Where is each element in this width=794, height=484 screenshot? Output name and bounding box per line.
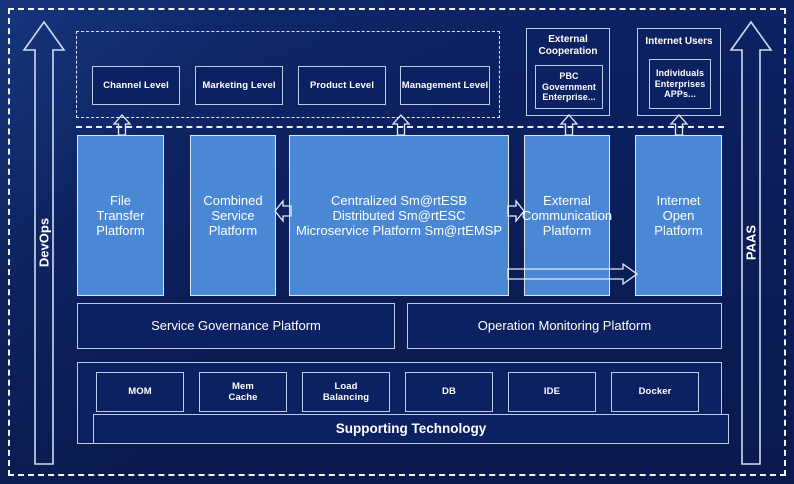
level-box-management[interactable]: Management Level xyxy=(400,66,490,105)
connector-arrow-internet-users xyxy=(669,114,689,136)
external-cooperation-box[interactable]: External Cooperation PBC Government Ente… xyxy=(526,28,610,116)
platform-label: File Transfer Platform xyxy=(96,192,145,239)
level-label: Channel Level xyxy=(103,79,169,91)
external-cooperation-title: External Cooperation xyxy=(538,34,598,57)
arrow-esb-to-combined-service xyxy=(274,196,292,226)
tech-label: MOM xyxy=(128,386,152,398)
platform-label: Internet Open Platform xyxy=(654,192,703,239)
arrow-esb-to-external-communication xyxy=(507,196,525,226)
connector-arrow-channel xyxy=(112,114,132,136)
platform-external-communication[interactable]: External Communication Platform xyxy=(521,135,613,296)
governance-label: Service Governance Platform xyxy=(151,318,321,334)
tech-box-load-balancing[interactable]: Load Balancing xyxy=(302,372,390,412)
tech-box-mom[interactable]: MOM xyxy=(96,372,184,412)
platform-label: External Communication Platform xyxy=(521,192,613,239)
governance-label: Operation Monitoring Platform xyxy=(477,318,652,334)
platform-label: Centralized Sm@rtESB Distributed Sm@rtES… xyxy=(295,192,503,239)
tech-label: IDE xyxy=(543,386,561,398)
level-label: Marketing Level xyxy=(202,79,276,91)
layer-separator-dashed-line xyxy=(76,126,724,128)
external-cooperation-body: PBC Government Enterprise... xyxy=(541,71,596,103)
supporting-technology-label: Supporting Technology xyxy=(335,421,487,437)
level-label: Management Level xyxy=(401,79,489,91)
tech-box-ide[interactable]: IDE xyxy=(508,372,596,412)
outer-dashed-frame xyxy=(8,8,786,476)
level-box-channel[interactable]: Channel Level xyxy=(92,66,180,105)
operation-monitoring-platform[interactable]: Operation Monitoring Platform xyxy=(407,303,722,349)
supporting-technology-banner: Supporting Technology xyxy=(93,414,729,444)
tech-label: Docker xyxy=(638,386,672,398)
tech-label: DB xyxy=(442,386,456,398)
tech-box-mem-cache[interactable]: Mem Cache xyxy=(199,372,287,412)
tech-label: Mem Cache xyxy=(228,380,258,403)
tech-box-db[interactable]: DB xyxy=(405,372,493,412)
platform-combined-service[interactable]: Combined Service Platform xyxy=(190,135,276,296)
platform-file-transfer[interactable]: File Transfer Platform xyxy=(77,135,164,296)
platform-internet-open[interactable]: Internet Open Platform xyxy=(635,135,722,296)
internet-users-box[interactable]: Internet Users Individuals Enterprises A… xyxy=(637,28,721,116)
devops-label: DevOps xyxy=(36,217,52,268)
tech-box-docker[interactable]: Docker xyxy=(611,372,699,412)
platform-esb-esc-emsp[interactable]: Centralized Sm@rtESB Distributed Sm@rtES… xyxy=(289,135,509,296)
external-cooperation-body-box: PBC Government Enterprise... xyxy=(535,65,603,109)
internet-users-body: Individuals Enterprises APPs... xyxy=(654,68,706,100)
connector-arrow-external-cooperation xyxy=(559,114,579,136)
connector-arrow-management xyxy=(391,114,411,136)
service-governance-platform[interactable]: Service Governance Platform xyxy=(77,303,395,349)
level-box-marketing[interactable]: Marketing Level xyxy=(195,66,283,105)
business-levels-group xyxy=(76,31,500,118)
level-label: Product Level xyxy=(309,79,375,91)
platform-label: Combined Service Platform xyxy=(203,192,263,239)
arrow-esb-to-internet-open-platform xyxy=(507,262,639,287)
paas-label: PAAS xyxy=(743,224,759,261)
devops-arrow xyxy=(22,20,66,466)
internet-users-title: Internet Users xyxy=(645,36,713,47)
level-box-product[interactable]: Product Level xyxy=(298,66,386,105)
tech-label: Load Balancing xyxy=(322,380,370,403)
paas-arrow xyxy=(729,20,773,466)
internet-users-body-box: Individuals Enterprises APPs... xyxy=(649,59,711,109)
